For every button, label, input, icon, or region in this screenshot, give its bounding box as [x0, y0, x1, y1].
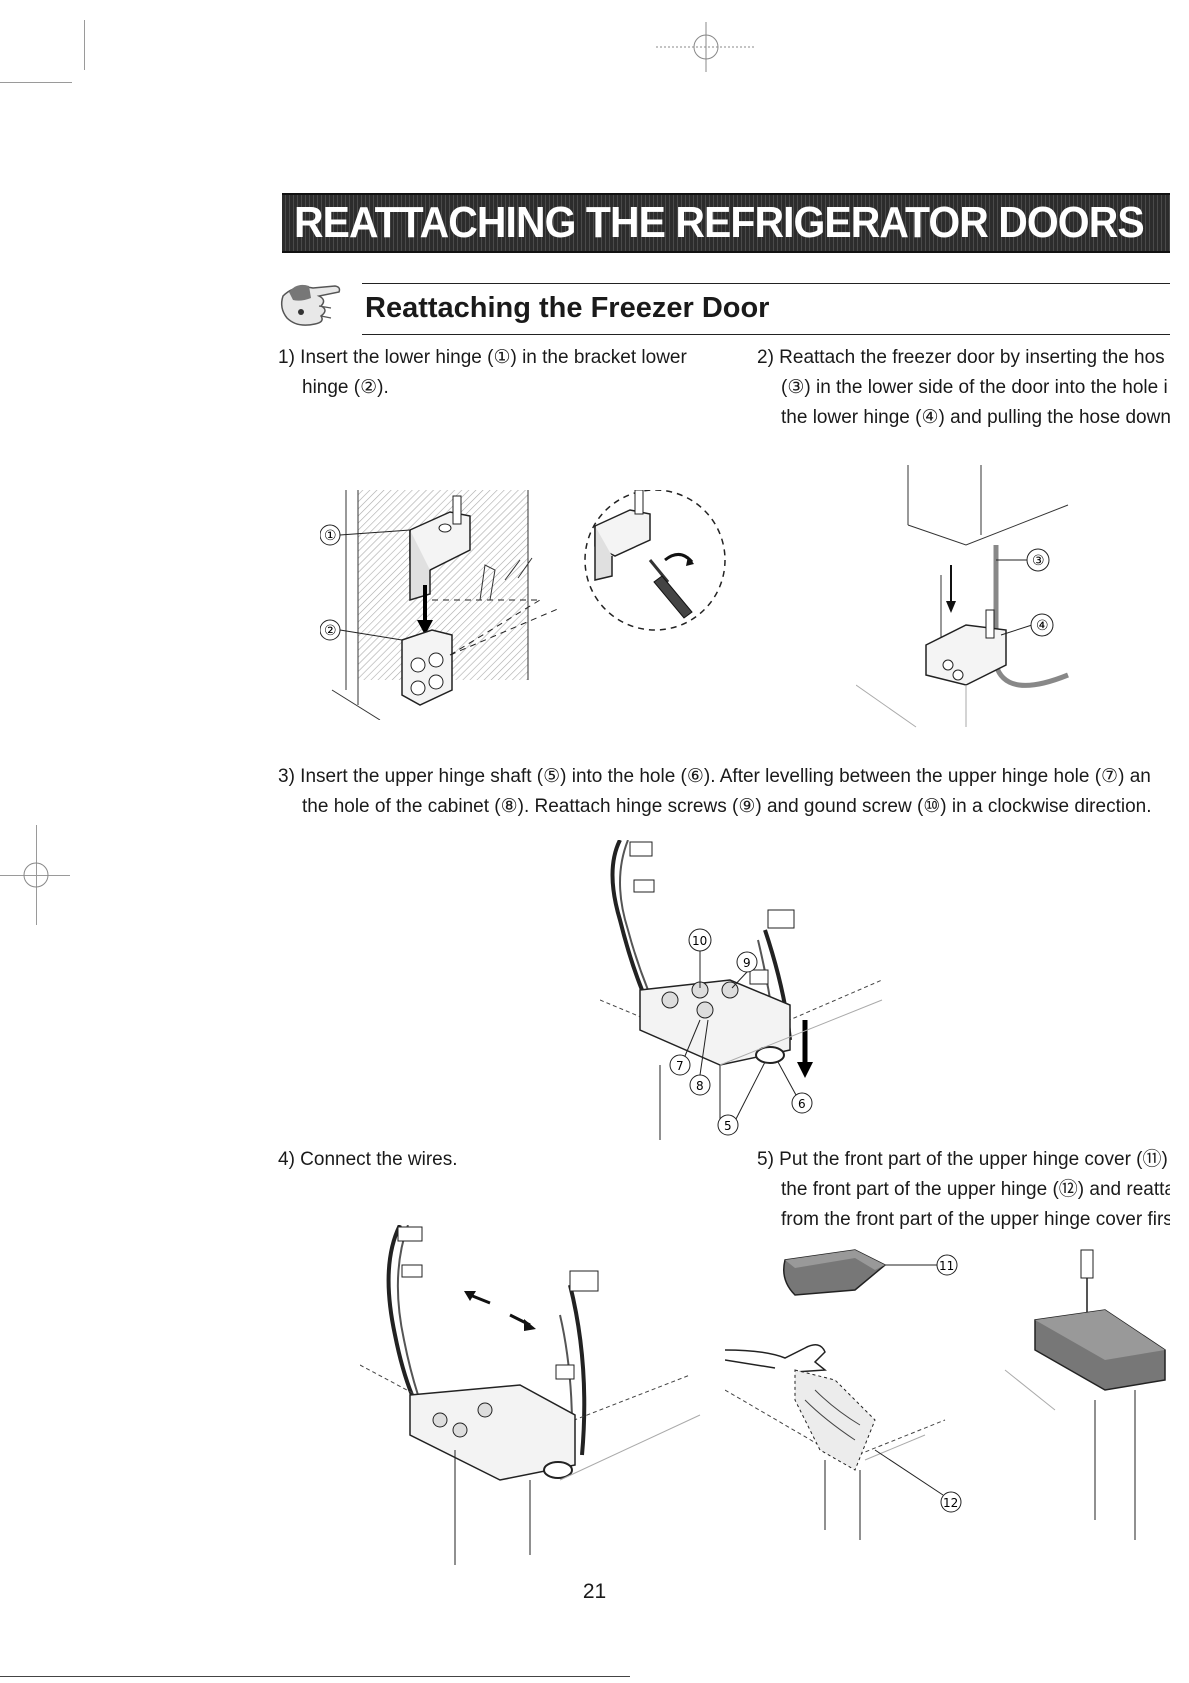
- figure-upper-hinge: 10 9 7 8 5 6: [600, 840, 883, 1140]
- step-5-line-3: from the front part of the upper hinge c…: [781, 1209, 1170, 1230]
- svg-text:5: 5: [724, 1119, 732, 1133]
- divider-bottom: [362, 334, 1170, 335]
- figure-hinge-cover: 11 12: [725, 1249, 1166, 1540]
- step-3: 3) Insert the upper hinge shaft (⑤) into…: [278, 762, 1170, 822]
- step-5-line-2: the front part of the upper hinge (⑫) an…: [781, 1179, 1170, 1200]
- svg-text:③: ③: [1032, 553, 1045, 569]
- step-2-line-3: the lower hinge (④) and pulling the hose…: [781, 407, 1170, 428]
- step-5: 5) Put the front part of the upper hinge…: [757, 1145, 1170, 1235]
- callout-11: 11: [885, 1254, 958, 1276]
- crop-mark: [84, 20, 85, 70]
- step-3-line-1: 3) Insert the upper hinge shaft (⑤) into…: [278, 766, 1151, 787]
- figure-lower-hinge: ① ②: [320, 490, 726, 720]
- step-1-line-2: hinge (②).: [302, 377, 389, 398]
- callout-10: 10: [688, 928, 712, 988]
- divider-top: [362, 283, 1170, 284]
- callout-7: 7: [669, 1019, 701, 1076]
- svg-text:12: 12: [943, 1496, 958, 1510]
- svg-text:10: 10: [692, 934, 707, 948]
- step-4: 4) Connect the wires.: [278, 1145, 458, 1175]
- page-number: 21: [582, 1580, 607, 1603]
- step-1: 1) Insert the lower hinge (①) in the bra…: [278, 343, 687, 403]
- crop-mark: [0, 875, 70, 876]
- callout-8: 8: [689, 1019, 711, 1096]
- callout-2: ②: [320, 619, 403, 641]
- svg-text:6: 6: [798, 1097, 806, 1111]
- callout-3: ③: [996, 548, 1050, 572]
- page-banner: REATTACHING THE REFRIGERATOR DOORS: [282, 193, 1170, 253]
- svg-text:8: 8: [696, 1079, 704, 1093]
- svg-text:11: 11: [939, 1259, 954, 1273]
- callout-1: ①: [320, 524, 411, 546]
- figure-connect-wires: [360, 1225, 701, 1565]
- callout-5: 5: [717, 1061, 766, 1136]
- svg-text:②: ②: [324, 623, 337, 639]
- banner-title: REATTACHING THE REFRIGERATOR DOORS: [294, 198, 1145, 247]
- step-2-line-1: 2) Reattach the freezer door by insertin…: [757, 347, 1165, 368]
- callout-12: 12: [874, 1449, 962, 1513]
- callout-4: ④: [1000, 613, 1054, 637]
- step-2: 2) Reattach the freezer door by insertin…: [757, 343, 1170, 433]
- step-1-line-1: 1) Insert the lower hinge (①) in the bra…: [278, 347, 687, 368]
- step-2-line-2: (③) in the lower side of the door into t…: [781, 377, 1168, 398]
- svg-text:④: ④: [1036, 618, 1049, 634]
- crop-mark: [0, 82, 72, 83]
- step-5-line-1: 5) Put the front part of the upper hinge…: [757, 1149, 1168, 1170]
- step-4-line-1: 4) Connect the wires.: [278, 1149, 458, 1170]
- footer-line: [0, 1676, 630, 1677]
- pointing-hand-icon: [280, 284, 341, 326]
- step-3-line-2: the hole of the cabinet (⑧). Reattach hi…: [302, 796, 1152, 817]
- registration-mark: [656, 22, 756, 72]
- callout-9: 9: [731, 951, 758, 989]
- callout-6: 6: [777, 1061, 813, 1114]
- section-title: Reattaching the Freezer Door: [365, 292, 770, 324]
- registration-mark: [23, 862, 49, 888]
- svg-text:9: 9: [743, 956, 751, 970]
- svg-text:①: ①: [324, 528, 337, 544]
- figure-hose-insert: ③ ④: [856, 465, 1069, 728]
- svg-text:7: 7: [676, 1059, 684, 1073]
